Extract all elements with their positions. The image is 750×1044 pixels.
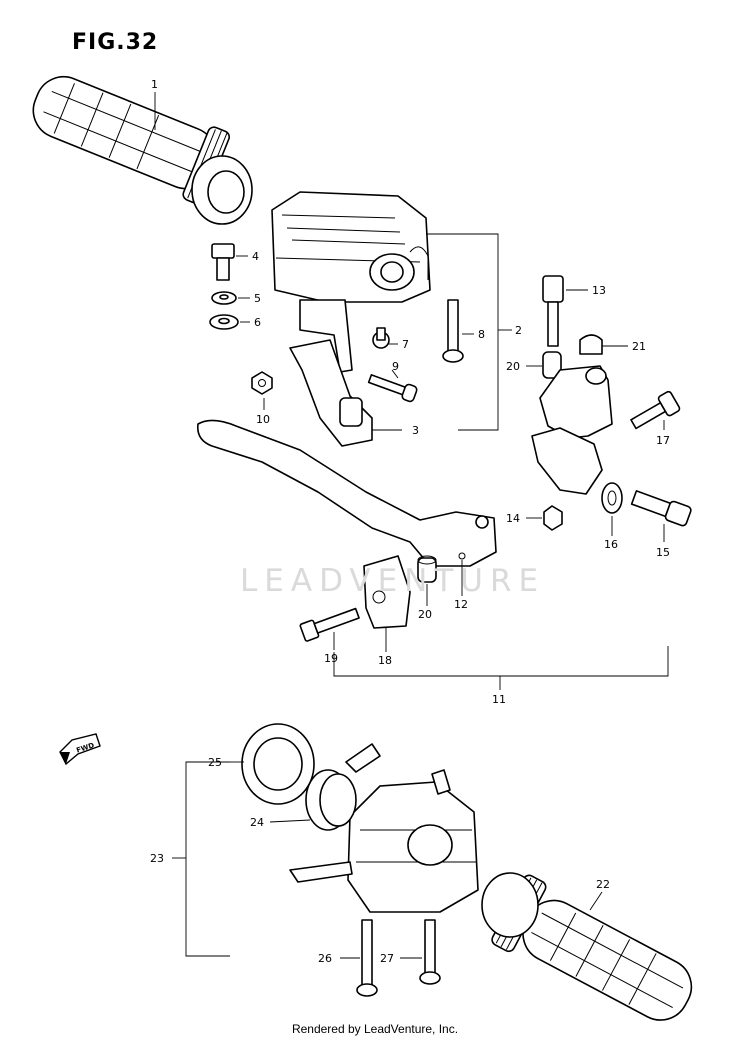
bolt-13-part[interactable] — [542, 275, 564, 347]
figure-title: FIG.32 — [72, 30, 159, 55]
bolt-4-part[interactable] — [211, 243, 235, 281]
callout-17: 17 — [656, 434, 670, 447]
lever-bracket-part[interactable] — [289, 339, 373, 447]
callout-19: 19 — [324, 652, 338, 665]
callout-27: 27 — [380, 952, 394, 965]
master-cylinder-housing-part[interactable] — [271, 191, 431, 373]
callout-labels: 1 2 3 4 5 6 7 8 9 10 11 12 13 14 15 16 1… — [75, 78, 670, 965]
screw-26-part[interactable] — [356, 919, 378, 997]
clamp-18-part[interactable] — [363, 555, 411, 629]
callout-10: 10 — [256, 413, 270, 426]
front-arrow-icon — [59, 733, 101, 766]
cover-ring-25-part[interactable] — [241, 723, 315, 805]
nut-14-part[interactable] — [543, 505, 563, 531]
callout-12: 12 — [454, 598, 468, 611]
brake-lever-part[interactable] — [196, 419, 497, 567]
watermark: LEADVENTURE — [240, 563, 546, 599]
callout-8: 8 — [478, 328, 485, 341]
callout-5: 5 — [254, 292, 261, 305]
callout-11: 11 — [492, 693, 506, 706]
callout-22: 22 — [596, 878, 610, 891]
callout-9: 9 — [392, 360, 399, 373]
callout-26: 26 — [318, 952, 332, 965]
bolt-17-part[interactable] — [628, 390, 681, 434]
screw-27-part[interactable] — [419, 919, 441, 985]
callout-20-upper: 20 — [506, 360, 520, 373]
callout-21: 21 — [632, 340, 646, 353]
washer-6-part[interactable] — [209, 314, 239, 330]
callout-23: 23 — [150, 852, 164, 865]
bolt-19-part[interactable] — [299, 605, 361, 642]
callout-7: 7 — [402, 338, 409, 351]
callout-6: 6 — [254, 316, 261, 329]
nut-10-part[interactable] — [251, 371, 273, 395]
callout-20-lower: 20 — [418, 608, 432, 621]
callout-13: 13 — [592, 284, 606, 297]
locknut-16-part[interactable] — [601, 482, 623, 514]
collar-20-lower-part[interactable] — [417, 555, 437, 583]
switch-housing-part[interactable] — [289, 769, 479, 913]
screw-7-part[interactable] — [372, 327, 390, 349]
left-grip-part[interactable] — [22, 61, 253, 225]
callout-15: 15 — [656, 546, 670, 559]
throttle-pulley-24-part[interactable] — [305, 743, 381, 831]
collar-20-upper-part[interactable] — [542, 351, 562, 379]
bolt-8-part[interactable] — [442, 299, 464, 363]
callout-16: 16 — [604, 538, 618, 551]
bolt-9-part[interactable] — [367, 371, 418, 403]
callout-14: 14 — [506, 512, 520, 525]
callout-3: 3 — [412, 424, 419, 437]
right-grip-part[interactable] — [481, 872, 705, 1037]
lock-washer-5-part[interactable] — [211, 291, 237, 305]
callout-1: 1 — [151, 78, 158, 91]
bracket-lines — [154, 92, 669, 959]
callout-25: 25 — [208, 756, 222, 769]
cap-21-part[interactable] — [579, 334, 603, 355]
adjuster-15-part[interactable] — [630, 488, 692, 527]
mirror-bracket-part[interactable] — [531, 365, 613, 495]
callout-4: 4 — [252, 250, 259, 263]
callout-24: 24 — [250, 816, 264, 829]
callout-2: 2 — [515, 324, 522, 337]
callout-18: 18 — [378, 654, 392, 667]
footer-credit: Rendered by LeadVenture, Inc. — [291, 1022, 459, 1036]
